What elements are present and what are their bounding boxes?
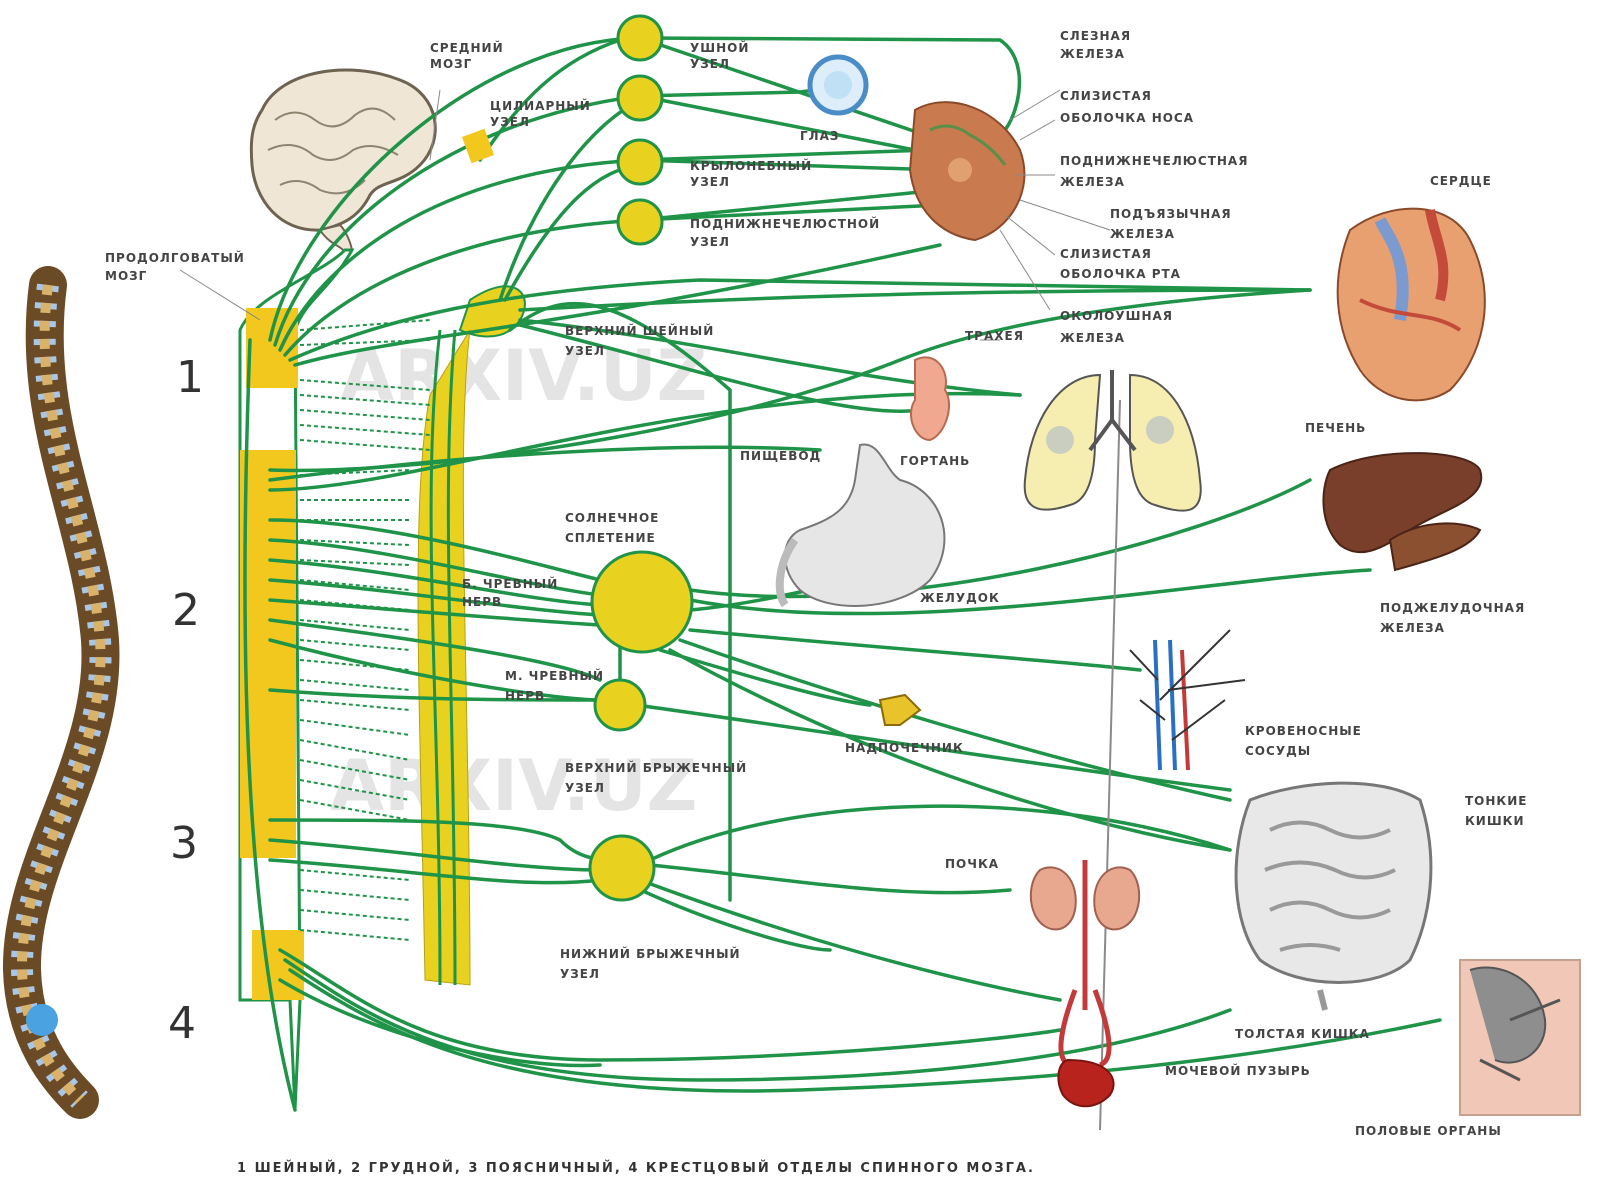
figure-caption: 1 ШЕЙНЫЙ, 2 ГРУДНОЙ, 3 ПОЯСНИЧНЫЙ, 4 КРЕ… [237, 1160, 1035, 1176]
label-eye: ГЛАЗ [800, 129, 839, 143]
vessel-icon [1129, 629, 1246, 771]
spinal-cord [238, 248, 355, 1111]
label-adrenal: НАДПОЧЕЧНИК [845, 741, 964, 755]
eye-icon [807, 54, 869, 116]
label-superior-cervical: ВЕРХНИЙ ШЕЙНЫЙ [565, 323, 714, 338]
label-nasal: ОБОЛОЧКА НОСА [1060, 111, 1194, 125]
label-small-intestine: ТОНКИЕ [1465, 794, 1527, 808]
spine-icon [2, 266, 120, 1119]
label-vessels: СОСУДЫ [1245, 744, 1311, 758]
label-pancreas: ПОДЖЕЛУДОЧНАЯ [1380, 601, 1525, 615]
label-inferior-mesenteric: НИЖНИЙ БРЫЖЕЧНЫЙ [560, 946, 741, 961]
label-pancreas: ЖЕЛЕЗА [1380, 621, 1445, 635]
section-number: 1 [176, 352, 204, 403]
label-submandibular-ganglion: ПОДНИЖНЕЧЕЛЮСТНОЙ [690, 216, 880, 231]
label-sublingual: ПОДЪЯЗЫЧНАЯ [1110, 207, 1232, 221]
thyroid-larynx [910, 356, 950, 442]
label-ciliary: ЦИЛИАРНЫЙ [490, 98, 591, 113]
brain-icon [249, 68, 437, 254]
label-bladder: МОЧЕВОЙ ПУЗЫРЬ [1165, 1063, 1311, 1078]
label-celiac: СОЛНЕЧНОЕ [565, 511, 659, 525]
section-number: 2 [172, 585, 200, 636]
label-submandibular-gland: ЖЕЛЕЗА [1060, 175, 1125, 189]
intestine-icon [1234, 781, 1433, 1011]
celiac-plexus [590, 550, 694, 654]
label-sublingual: ЖЕЛЕЗА [1110, 227, 1175, 241]
genitals-icon [1459, 959, 1581, 1116]
section-number: 3 [170, 818, 198, 869]
label-greater-splanchnic: Б. ЧРЕВНЫЙ [462, 576, 558, 591]
label-heart: СЕРДЦЕ [1430, 174, 1492, 188]
label-pterygo: КРЫЛОНЕБНЫЙ [690, 158, 812, 173]
label-otic: УШНОЙ [690, 40, 749, 55]
ciliary-ganglion-node [616, 74, 664, 122]
labels: СРЕДНИЙ МОЗГ ПРОДОЛГОВАТЫЙ МОЗГ ЦИЛИАРНЫ… [105, 29, 1527, 1138]
label-small-intestine: КИШКИ [1465, 814, 1525, 828]
label-esophagus: ПИЩЕВОД [740, 449, 821, 463]
lungs-icon [1023, 370, 1202, 512]
thoracolumbar-segment [240, 450, 296, 858]
label-ciliary: УЗЕЛ [490, 115, 530, 129]
label-oral: СЛИЗИСТАЯ [1060, 247, 1152, 261]
ganglia [461, 14, 694, 902]
watermark: ARXIV.UZ [330, 745, 697, 827]
section-number: 4 [168, 998, 196, 1049]
label-submandibular-gland: ПОДНИЖНЕЧЕЛЮСТНАЯ [1060, 154, 1248, 168]
label-genitals: ПОЛОВЫЕ ОРГАНЫ [1355, 1124, 1502, 1138]
label-midbrain: МОЗГ [430, 57, 472, 71]
watermark: ARXIV.UZ [340, 335, 707, 417]
label-medulla: МОЗГ [105, 269, 147, 283]
label-otic: УЗЕЛ [690, 57, 730, 71]
label-lacrimal: ЖЕЛЕЗА [1060, 47, 1125, 61]
nerve-paths [243, 36, 1442, 1131]
rami-dashes [299, 319, 431, 941]
label-vessels: КРОВЕНОСНЫЕ [1245, 724, 1362, 738]
bladder-icon [1057, 1058, 1115, 1108]
label-larynx: ГОРТАНЬ [900, 454, 970, 468]
otic-ganglion [616, 14, 664, 62]
label-midbrain: СРЕДНИЙ [430, 40, 504, 55]
liver-icon [1322, 452, 1483, 572]
stomach-icon [775, 443, 946, 608]
label-medulla: ПРОДОЛГОВАТЫЙ [105, 250, 245, 265]
label-lesser-splanchnic: НЕРВ [505, 689, 545, 703]
pterygopalatine-ganglion [616, 138, 664, 186]
label-nasal: СЛИЗИСТАЯ [1060, 89, 1152, 103]
ciliary-ganglion [461, 128, 495, 164]
label-celiac: СПЛЕТЕНИЕ [565, 531, 656, 545]
kidney-icon [1029, 860, 1141, 1068]
label-parotid: ЖЕЛЕЗА [1060, 331, 1125, 345]
label-greater-splanchnic: НЕРВ [462, 595, 502, 609]
superior-mesenteric-ganglion [593, 678, 647, 732]
inferior-mesenteric-ganglion [588, 834, 656, 902]
label-superior-mesenteric: УЗЕЛ [565, 781, 605, 795]
label-kidney: ПОЧКА [945, 857, 999, 871]
label-superior-mesenteric: ВЕРХНИЙ БРЫЖЕЧНЫЙ [565, 760, 747, 775]
label-lesser-splanchnic: М. ЧРЕВНЫЙ [505, 668, 604, 683]
adrenal-icon [878, 693, 922, 726]
label-inferior-mesenteric: УЗЕЛ [560, 967, 600, 981]
label-trachea: ТРАХЕЯ [965, 329, 1024, 343]
head-glands [908, 101, 1026, 242]
label-submandibular-ganglion: УЗЕЛ [690, 235, 730, 249]
leader-lines [179, 89, 1111, 341]
label-parotid: ОКОЛОУШНАЯ [1060, 309, 1173, 323]
submandibular-ganglion [616, 198, 664, 246]
label-pterygo: УЗЕЛ [690, 175, 730, 189]
label-superior-cervical: УЗЕЛ [565, 344, 605, 358]
label-stomach: ЖЕЛУДОК [920, 591, 1000, 605]
label-oral: ОБОЛОЧКА РТА [1060, 267, 1181, 281]
label-large-intestine: ТОЛСТАЯ КИШКА [1235, 1027, 1370, 1041]
heart-icon [1336, 207, 1486, 402]
label-liver: ПЕЧЕНЬ [1305, 421, 1366, 435]
label-lacrimal: СЛЕЗНАЯ [1060, 29, 1131, 43]
